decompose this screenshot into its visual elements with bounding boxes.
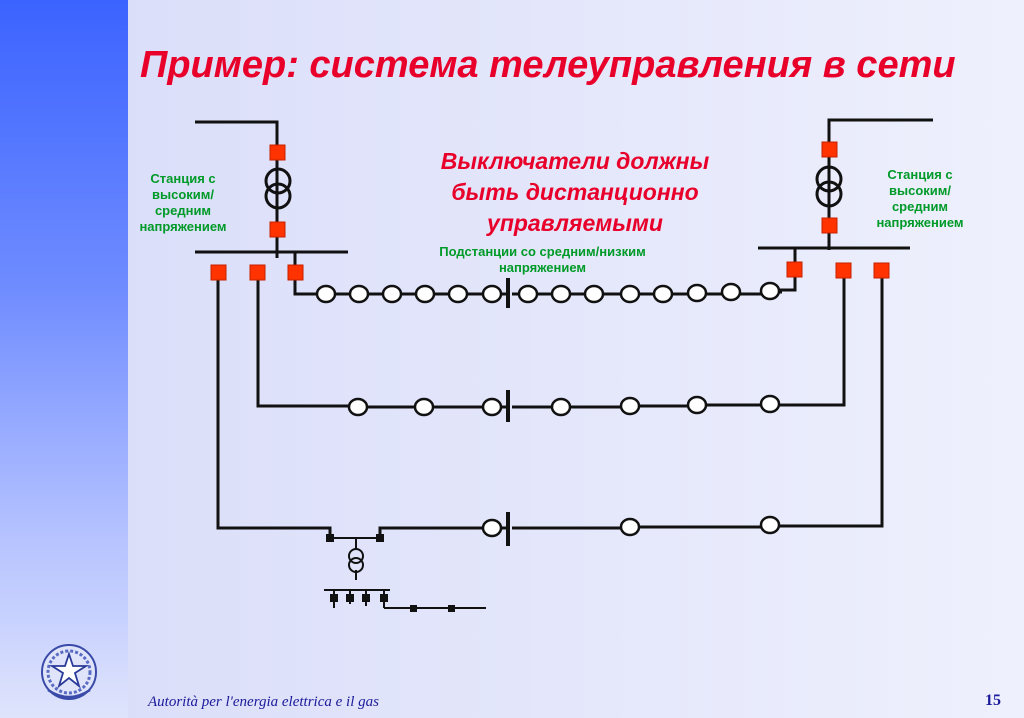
substation-icon	[652, 284, 674, 304]
substation-icon	[347, 397, 369, 417]
substation-icon	[481, 397, 503, 417]
right-feeder-line	[827, 118, 933, 250]
station-left-label: Станция с высоким/ средним напряжением	[118, 171, 248, 235]
substation-icon	[413, 397, 435, 417]
switches	[210, 141, 890, 281]
substation-icon	[759, 394, 781, 414]
switch-icon	[835, 262, 852, 279]
substation-icon	[381, 284, 403, 304]
substation-icon	[759, 515, 781, 535]
switch-icon	[346, 594, 354, 602]
callout-text: Выключатели должны быть дистанционно упр…	[395, 146, 755, 239]
switch-icon	[376, 534, 384, 542]
switch-icon	[821, 217, 838, 234]
label-line: средним	[891, 199, 949, 214]
loop2-right-drop	[779, 272, 846, 407]
substation-icon	[481, 518, 503, 538]
switch-icon	[249, 264, 266, 281]
substation-icon	[550, 284, 572, 304]
callout-line: Выключатели должны	[440, 148, 710, 174]
switch-icon	[786, 261, 803, 278]
switch-icon	[448, 605, 455, 612]
substation-icon	[686, 283, 708, 303]
substation-icon	[315, 284, 337, 304]
lv-switches	[326, 534, 455, 612]
label-line: напряжением	[498, 260, 587, 275]
label-line: Подстанции со средним/низким	[439, 244, 646, 259]
substation-icon	[619, 284, 641, 304]
transformer-icon	[348, 548, 364, 573]
switch-icon	[410, 605, 417, 612]
loop3-left-segment	[378, 526, 484, 538]
substation-icon	[414, 284, 436, 304]
label-line: напряжением	[876, 215, 964, 230]
switch-icon	[821, 141, 838, 158]
substation-icon	[348, 284, 370, 304]
callout-line: управляемыми	[487, 210, 663, 236]
switch-icon	[269, 221, 286, 238]
transformer-icon	[264, 167, 292, 210]
substation-nodes	[315, 281, 781, 538]
switch-icon	[269, 144, 286, 161]
switch-icon	[330, 594, 338, 602]
substation-icon	[619, 517, 641, 537]
label-line: Станция с	[150, 171, 216, 186]
page-number: 15	[985, 692, 1001, 709]
switch-icon	[326, 534, 334, 542]
switch-icon	[210, 264, 227, 281]
loop2-left-drop	[256, 272, 349, 408]
left-feeder-line	[195, 120, 279, 258]
left-stripe	[0, 0, 128, 718]
transformer-icon	[815, 165, 843, 208]
substations-label: Подстанции со средним/низким напряжением	[400, 244, 685, 276]
page-title: Пример: система телеуправления в сети	[140, 44, 956, 86]
label-line: напряжением	[139, 219, 227, 234]
substation-icon	[619, 396, 641, 416]
callout-line: быть дистанционно	[451, 179, 699, 205]
label-line: высоким/	[152, 187, 214, 202]
substation-icon	[517, 284, 539, 304]
substation-icon	[720, 282, 742, 302]
substation-icon	[447, 284, 469, 304]
station-right-label: Станция с высоким/ средним напряжением	[855, 167, 985, 231]
switch-icon	[362, 594, 370, 602]
substation-icon	[686, 395, 708, 415]
substation-icon	[759, 281, 781, 301]
label-line: высоким/	[889, 183, 951, 198]
network-lines	[195, 118, 933, 609]
label-line: средним	[154, 203, 212, 218]
substation-icon	[583, 284, 605, 304]
loop2-right-segments	[512, 403, 762, 409]
footer-text: Autorità per l'energia elettrica e il ga…	[148, 694, 379, 710]
label-line: Станция с	[887, 167, 953, 182]
switch-icon	[287, 264, 304, 281]
switch-icon	[380, 594, 388, 602]
substation-icon	[481, 284, 503, 304]
loop3-left-drop	[216, 272, 332, 538]
emblem-icon	[41, 644, 97, 700]
substation-icon	[550, 397, 572, 417]
loop3-right-segments	[512, 272, 884, 530]
switch-icon	[873, 262, 890, 279]
